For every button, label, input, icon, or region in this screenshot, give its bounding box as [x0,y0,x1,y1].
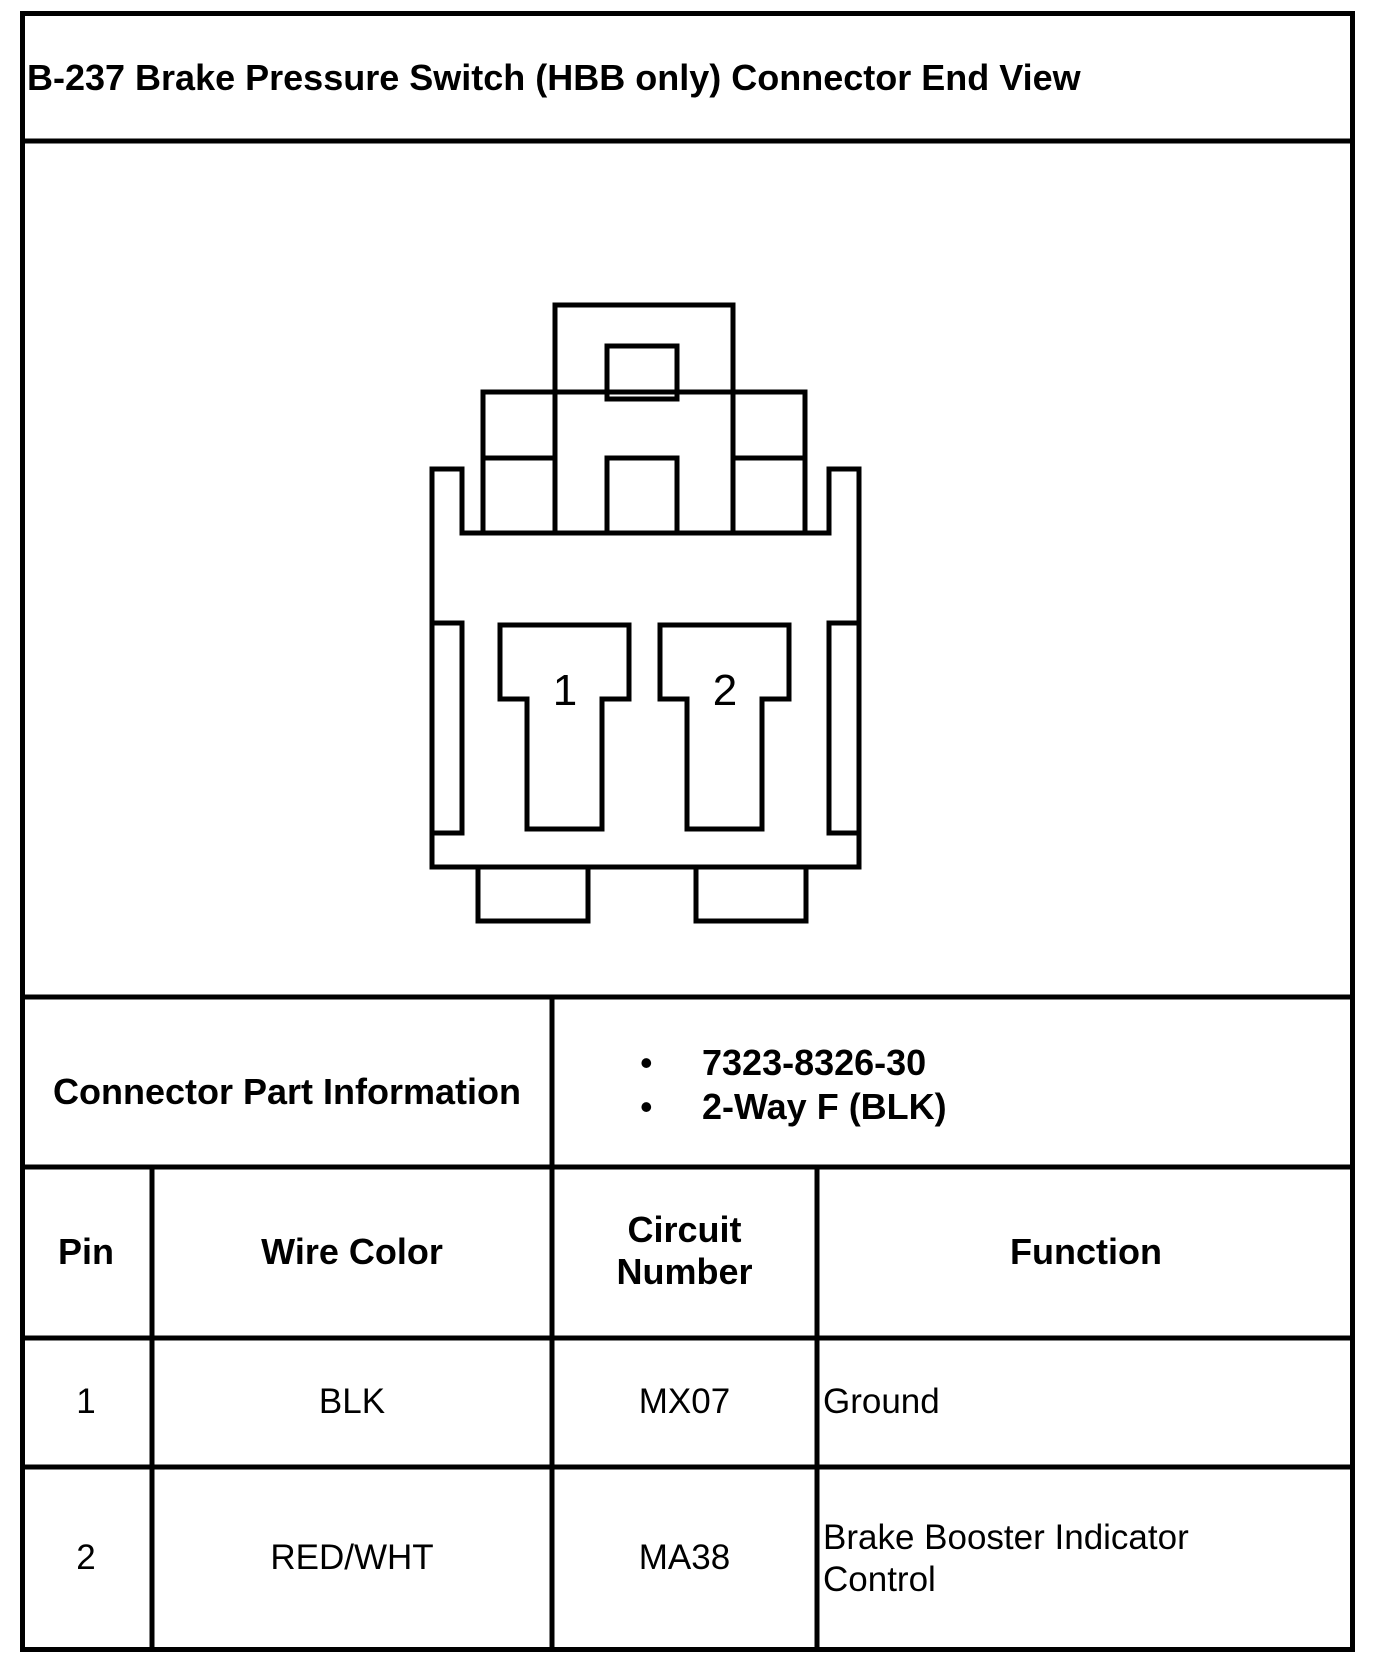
pin-1-label: 1 [552,666,578,715]
pin-2-label: 2 [712,666,738,715]
row-2-function: Brake Booster Indicator Control [823,1517,1343,1601]
left-shoulder [480,389,558,536]
table-grid [20,11,1355,1652]
header-function: Function [1010,1231,1162,1272]
left-foot [475,864,591,924]
right-foot [693,864,809,924]
row-2-wire-color: RED/WHT [270,1538,434,1577]
header-circuit-number: Circuit Number [552,1209,817,1293]
header-pin: Pin [57,1231,114,1272]
connector-part-info-label: Connector Part Information [52,1071,522,1112]
diagram-title: B-237 Brake Pressure Switch (HBB only) C… [27,57,1081,98]
connector-sheet: B-237 Brake Pressure Switch (HBB only) C… [20,11,1355,1652]
pin-1-cavity [497,622,632,832]
header-circuit-line1: Circuit [627,1209,742,1250]
row-1-pin: 1 [76,1382,96,1421]
latch-tower-window [604,455,680,536]
connector-body [429,466,862,870]
left-rail [429,620,465,836]
part-info-item: • 7323-8326-30 [640,1041,947,1085]
pin-2-cavity [657,622,792,832]
row-2-pin: 2 [76,1538,96,1577]
row-1-circuit: MX07 [638,1382,731,1421]
right-shoulder [730,389,808,536]
row-2-circuit: MA38 [638,1538,731,1577]
row-2-function-line1: Brake Booster Indicator [823,1518,1189,1557]
row-1-wire-color: BLK [318,1382,386,1421]
bullet-icon: • [640,1042,653,1083]
row-1-function: Ground [823,1382,940,1421]
row-2-function-line2: Control [823,1560,936,1599]
part-info-item: • 2-Way F (BLK) [640,1085,947,1129]
connector-end-view-drawing [429,302,862,924]
latch-tower-slot [604,343,680,402]
right-rail [826,620,862,836]
header-wire-color: Wire Color [261,1231,443,1272]
connector-type: 2-Way F (BLK) [702,1086,947,1127]
header-circuit-line2: Number [616,1251,753,1292]
part-number: 7323-8326-30 [702,1042,927,1083]
connector-part-info-list: • 7323-8326-30 • 2-Way F (BLK) [640,1041,947,1129]
latch-tower [552,302,736,536]
bullet-icon: • [640,1086,653,1127]
